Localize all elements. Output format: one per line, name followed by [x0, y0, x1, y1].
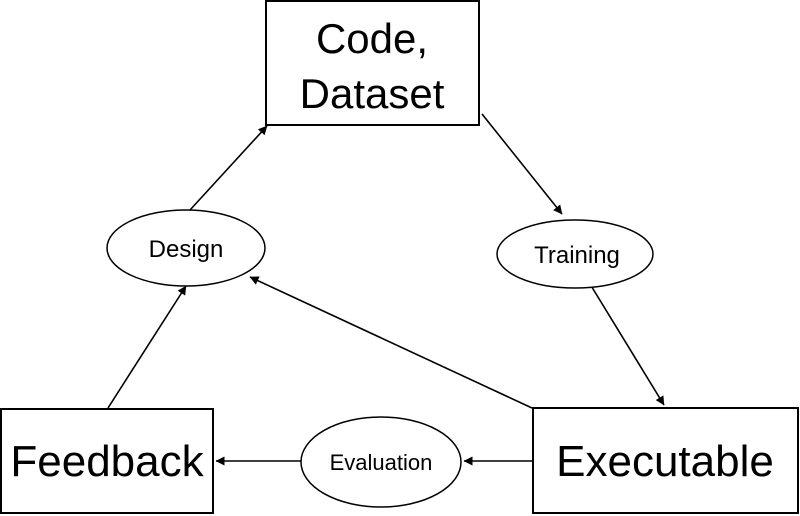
- training-label: Training: [534, 242, 620, 269]
- feedback-label: Feedback: [10, 437, 204, 486]
- evaluation-ellipse: [300, 416, 462, 508]
- node-feedback: Feedback: [0, 408, 214, 514]
- node-training: Training: [496, 219, 654, 289]
- edge-executable-to-design: [249, 276, 533, 409]
- edge-training-to-executable: [589, 283, 665, 406]
- node-evaluation: Evaluation: [300, 416, 462, 508]
- node-code-dataset: Code, Dataset: [265, 0, 480, 126]
- design-ellipse: [106, 209, 266, 287]
- code-dataset-label-line1: Code,: [316, 15, 428, 62]
- code-dataset-label-line2: Dataset: [300, 70, 445, 117]
- design-label: Design: [149, 236, 224, 263]
- feedback-box: [0, 408, 214, 514]
- training-ellipse: [496, 219, 654, 289]
- edge-design-to-code: [189, 125, 268, 211]
- executable-box: [532, 407, 799, 514]
- node-design: Design: [106, 209, 266, 287]
- edge-feedback-to-design: [107, 285, 187, 409]
- code-dataset-box: [265, 0, 480, 126]
- node-executable: Executable: [532, 407, 799, 514]
- edges: [107, 113, 665, 466]
- evaluation-label: Evaluation: [330, 450, 433, 475]
- executable-label: Executable: [556, 437, 774, 486]
- edge-code-to-training: [481, 113, 563, 215]
